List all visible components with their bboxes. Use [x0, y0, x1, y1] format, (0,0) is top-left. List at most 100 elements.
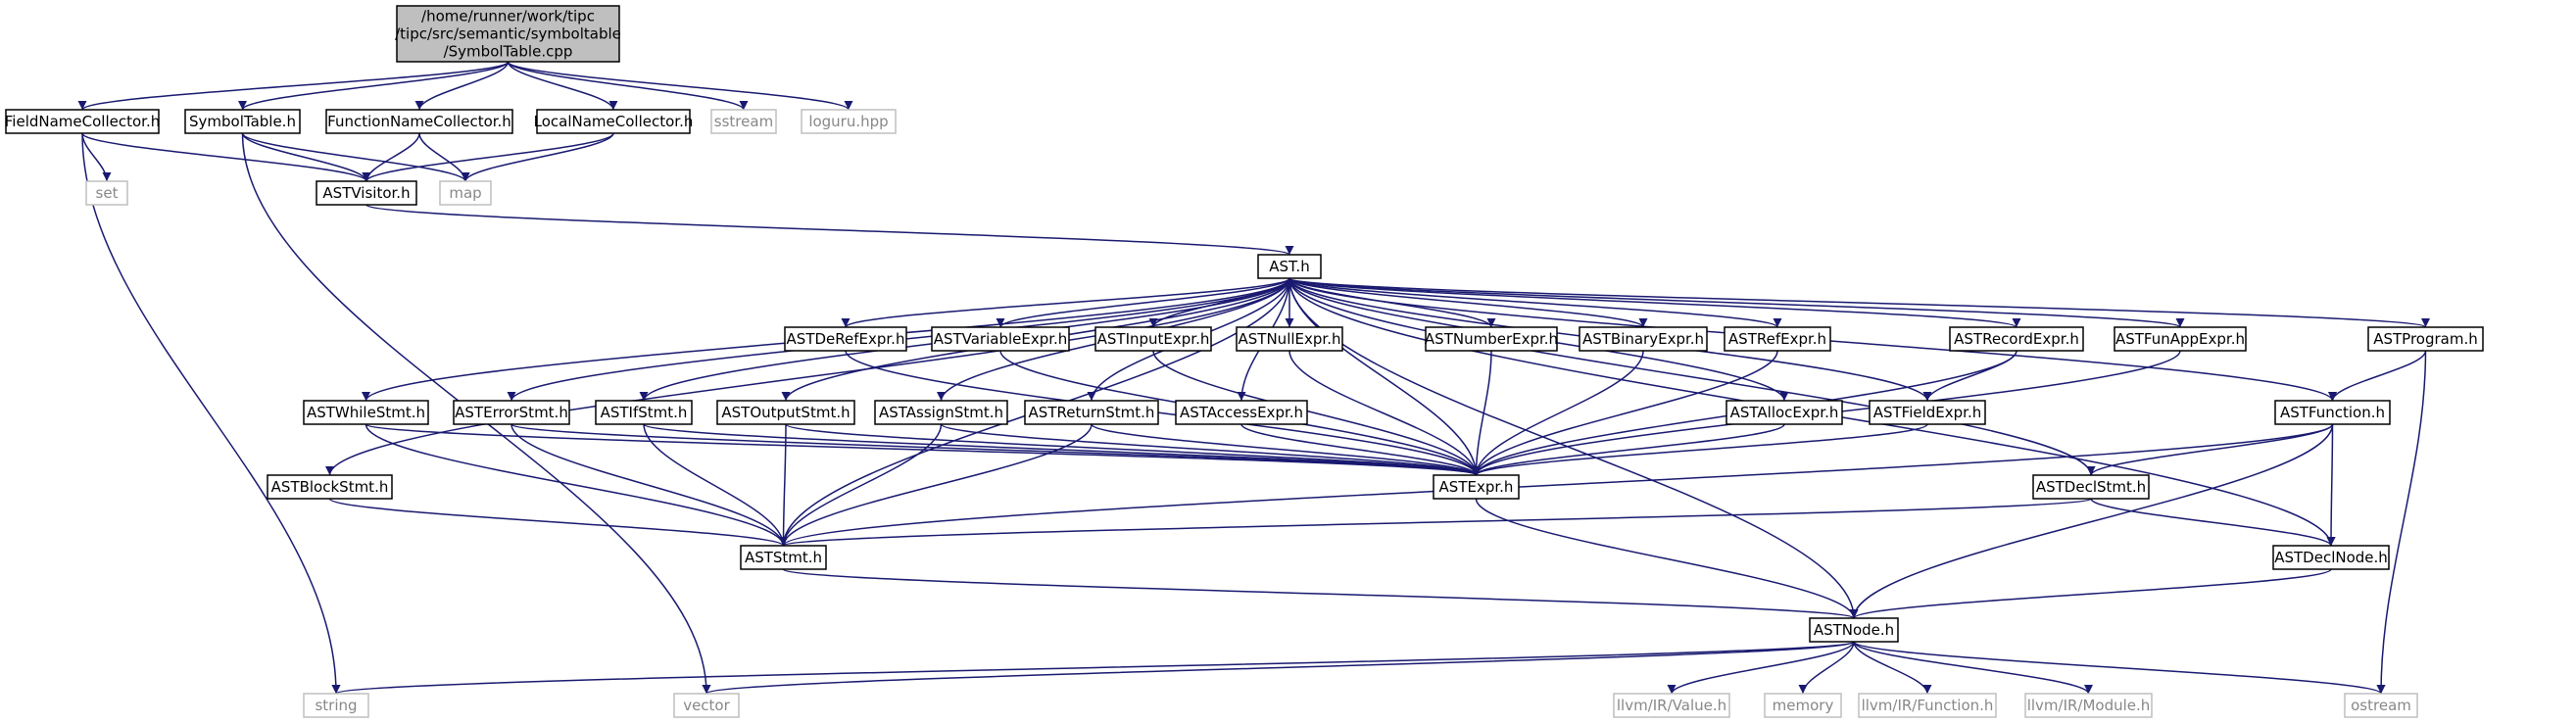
edge-ast-visitor-to-ast — [365, 204, 1294, 256]
node-ast-variable-expr[interactable]: ASTVariableExpr.h — [931, 326, 1070, 352]
node-box — [1024, 400, 1159, 425]
edge-ast-function-to-ast-decl-node — [2326, 423, 2336, 547]
node-function-name-collector[interactable]: FunctionNameCollector.h — [325, 109, 513, 134]
node-ast-stmt[interactable]: ASTStmt.h — [740, 545, 827, 570]
node-ast-access-expr[interactable]: ASTAccessExpr.h — [1175, 400, 1308, 425]
edge-ast-error-stmt-to-ast-expr — [510, 423, 1481, 476]
node-box — [396, 5, 620, 63]
node-label: ASTFieldExpr.h — [1873, 404, 1982, 421]
edge-ast-function-to-ast-stmt — [779, 423, 2334, 547]
node-box — [267, 474, 393, 500]
node-box — [2367, 326, 2484, 352]
edge-root-to-loguru — [507, 61, 853, 111]
node-ast-while-stmt[interactable]: ASTWhileStmt.h — [303, 400, 429, 425]
node-label: llvm/IR/Function.h — [1862, 697, 1994, 714]
node-box — [595, 400, 693, 425]
node-symbol-table[interactable]: SymbolTable.h — [184, 109, 301, 134]
edge-local-name-collector-to-map — [461, 132, 614, 182]
edge-ast-decl-stmt-to-ast-stmt — [779, 498, 2092, 547]
node-label: ASTNode.h — [1814, 621, 1894, 639]
node-ast-field-expr[interactable]: ASTFieldExpr.h — [1869, 400, 1986, 425]
node-ast-record-expr[interactable]: ASTRecordExpr.h — [1949, 326, 2084, 352]
edge-root-to-local-name-collector — [507, 61, 618, 111]
edge-ast-input-expr-to-ast-expr — [1152, 350, 1481, 476]
edge-ast-return-stmt-to-ast-stmt — [779, 423, 1093, 547]
edge-ast-de-ref-expr-to-ast-expr — [845, 350, 1481, 476]
node-ast-fun-app-expr[interactable]: ASTFunAppExpr.h — [2114, 326, 2247, 352]
node-box — [1433, 474, 1520, 500]
node-ast-if-stmt[interactable]: ASTIfStmt.h — [595, 400, 693, 425]
node-label: ASTDeclNode.h — [2274, 549, 2388, 566]
edge-ast-node-to-string — [332, 641, 1855, 695]
node-label: ASTVisitor.h — [322, 184, 410, 202]
node-box — [801, 109, 897, 134]
node-ast-de-ref-expr[interactable]: ASTDeRefExpr.h — [784, 326, 907, 352]
node-ast-binary-expr[interactable]: ASTBinaryExpr.h — [1579, 326, 1708, 352]
node-label: ASTOutputStmt.h — [721, 404, 850, 421]
node-ast-ref-expr[interactable]: ASTRefExpr.h — [1724, 326, 1831, 352]
edge-ast-decl-node-to-ast-node — [1849, 568, 2332, 619]
edge-ast-to-ast-block-stmt — [325, 277, 1290, 476]
node-box — [2274, 400, 2391, 425]
node-label: ASTProgram.h — [2373, 330, 2478, 348]
node-box — [673, 693, 740, 718]
node-box — [1236, 326, 1343, 352]
node-ast-error-stmt[interactable]: ASTErrorStmt.h — [453, 400, 570, 425]
node-label: loguru.hpp — [808, 113, 888, 130]
node-box — [784, 326, 907, 352]
node-ast-return-stmt[interactable]: ASTReturnStmt.h — [1024, 400, 1159, 425]
edge-ast-number-expr-to-ast-expr — [1472, 350, 1492, 476]
edge-ast-node-to-llvm-value — [1667, 641, 1855, 695]
node-label: /tipc/src/semantic/symboltable — [395, 25, 621, 43]
node-box — [1724, 326, 1831, 352]
node-ast-function[interactable]: ASTFunction.h — [2274, 400, 2391, 425]
edge-ast-to-ast-de-ref-expr — [841, 277, 1290, 328]
node-ast-program[interactable]: ASTProgram.h — [2367, 326, 2484, 352]
node-label: ASTStmt.h — [745, 549, 822, 566]
edge-ast-node-to-llvm-function — [1853, 641, 1932, 695]
node-field-name-collector[interactable]: FieldNameCollector.h — [5, 109, 160, 134]
edge-ast-program-to-ast-function — [2328, 350, 2427, 402]
node-label: FunctionNameCollector.h — [327, 113, 511, 130]
node-local-name-collector[interactable]: LocalNameCollector.h — [534, 109, 694, 134]
node-ast-block-stmt[interactable]: ASTBlockStmt.h — [267, 474, 393, 500]
edge-ast-block-stmt-to-ast-stmt — [328, 498, 788, 547]
edge-ast-assign-stmt-to-ast-expr — [940, 423, 1481, 476]
node-ast-decl-stmt[interactable]: ASTDeclStmt.h — [2032, 474, 2150, 500]
node-root[interactable]: /home/runner/work/tipc/tipc/src/semantic… — [395, 5, 621, 63]
node-box — [316, 180, 417, 206]
node-label: ASTBinaryExpr.h — [1582, 330, 1704, 348]
node-ast-input-expr[interactable]: ASTInputExpr.h — [1094, 326, 1212, 352]
node-ast-null-expr[interactable]: ASTNullExpr.h — [1236, 326, 1343, 352]
node-ast-number-expr[interactable]: ASTNumberExpr.h — [1425, 326, 1558, 352]
node-ast-decl-node[interactable]: ASTDeclNode.h — [2272, 545, 2390, 570]
node-ast-visitor[interactable]: ASTVisitor.h — [316, 180, 417, 206]
edge-ast-function-to-ast-decl-stmt — [2086, 423, 2334, 476]
edge-field-name-collector-to-string — [81, 132, 341, 695]
node-label: /home/runner/work/tipc — [421, 8, 595, 25]
node-ast-output-stmt[interactable]: ASTOutputStmt.h — [716, 400, 855, 425]
node-label: llvm/IR/Value.h — [1617, 697, 1726, 714]
node-ast-node[interactable]: ASTNode.h — [1809, 617, 1899, 643]
node-ast-expr[interactable]: ASTExpr.h — [1433, 474, 1520, 500]
edge-ast-to-ast-decl-stmt — [1288, 277, 2096, 476]
edge-ast-return-stmt-to-ast-expr — [1091, 423, 1481, 476]
node-box — [1869, 400, 1986, 425]
edge-function-name-collector-to-map — [418, 132, 470, 182]
node-ast-assign-stmt[interactable]: ASTAssignStmt.h — [874, 400, 1008, 425]
node-box — [2114, 326, 2247, 352]
edge-ast-to-ast-program — [1288, 277, 2430, 328]
edge-ast-if-stmt-to-ast-stmt — [643, 423, 788, 547]
edge-ast-to-ast-variable-expr — [996, 277, 1290, 328]
node-set: set — [85, 180, 128, 206]
node-ast-alloc-expr[interactable]: ASTAllocExpr.h — [1725, 400, 1843, 425]
node-label: ASTNumberExpr.h — [1425, 330, 1558, 348]
node-label: ASTDeRefExpr.h — [787, 330, 905, 348]
node-box — [453, 400, 570, 425]
edge-field-name-collector-to-ast-visitor — [81, 132, 371, 182]
node-box — [1094, 326, 1212, 352]
node-label: ASTInputExpr.h — [1097, 330, 1210, 348]
node-ast[interactable]: AST.h — [1257, 254, 1322, 279]
edge-ast-output-stmt-to-ast-stmt — [779, 423, 789, 547]
edge-ast-to-ast-binary-expr — [1288, 277, 1648, 328]
